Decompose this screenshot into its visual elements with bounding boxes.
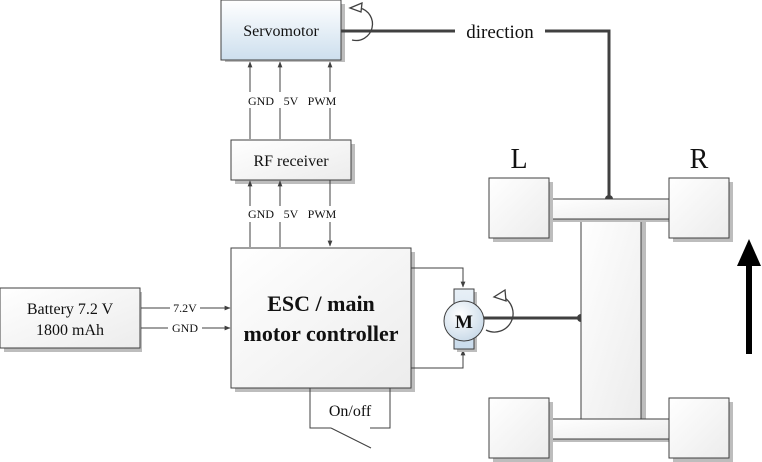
battery-pos-label: 7.2V [173, 301, 197, 315]
battery-label-line1: Battery 7.2 V [27, 301, 114, 318]
right-label: R [690, 144, 709, 175]
servomotor-block: Servomotor [220, 0, 345, 62]
forward-arrow-icon [737, 239, 761, 354]
left-label: L [510, 144, 527, 175]
esc-block: ESC / main motor controller [230, 247, 415, 392]
esc-bus-gnd-label: GND [248, 207, 274, 221]
battery-block: Battery 7.2 V 1800 mAh [0, 287, 142, 352]
motor-label: M [455, 312, 473, 333]
wheel-rear-left [488, 397, 553, 462]
wheel-front-left [488, 177, 553, 242]
servo-bus-gnd-label: GND [248, 94, 274, 108]
battery-gnd-label: GND [172, 321, 198, 335]
drive-shaft [484, 314, 585, 322]
battery-wires: 7.2V GND [141, 301, 231, 335]
servo-bus: GND 5V PWM [244, 61, 344, 139]
esc-label-line2: motor controller [244, 321, 399, 346]
chassis: L R [488, 144, 733, 462]
direction-linkage: direction [341, 22, 613, 203]
esc-bus: GND 5V PWM [244, 180, 344, 247]
on-off-label: On/off [329, 403, 372, 420]
servomotor-label: Servomotor [243, 23, 319, 40]
motor-rotation-arrow-icon [485, 288, 514, 333]
rf-receiver-label: RF receiver [253, 153, 329, 170]
rf-receiver-block: RF receiver [230, 139, 355, 184]
rotation-arrow-icon [348, 1, 374, 42]
servo-bus-pwm-label: PWM [308, 94, 337, 108]
esc-label-line1: ESC / main [267, 291, 375, 316]
motor-wires [411, 267, 466, 369]
on-off-switch: On/off [309, 388, 391, 449]
direction-label: direction [466, 22, 534, 43]
battery-label-line2: 1800 mAh [36, 322, 104, 339]
esc-bus-5v-label: 5V [284, 207, 299, 221]
esc-bus-pwm-label: PWM [308, 207, 337, 221]
wheel-front-right [668, 177, 733, 242]
servo-bus-5v-label: 5V [284, 94, 299, 108]
motor-icon: M [443, 288, 485, 352]
wheel-rear-right [668, 397, 733, 462]
